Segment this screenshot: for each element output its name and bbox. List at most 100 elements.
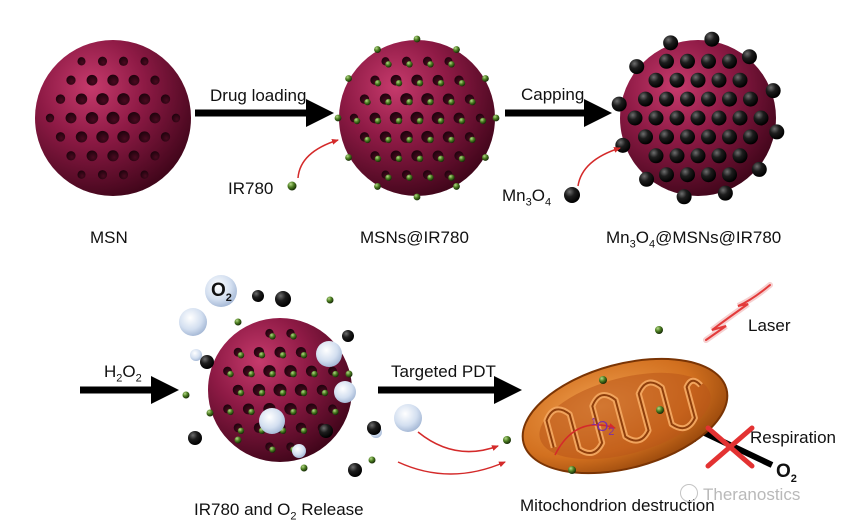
o2-bubble [190, 349, 202, 361]
mn3o4-cap [669, 110, 685, 126]
pore [160, 94, 171, 104]
pore [106, 111, 120, 125]
ir780-dot [406, 61, 413, 68]
mn3o4-cap [659, 167, 674, 183]
ir780-dot [448, 136, 455, 144]
watermark: Theranostics [680, 484, 800, 505]
ir780-dot [599, 376, 607, 384]
mn3o4-cap [765, 83, 781, 99]
pore [118, 56, 129, 66]
ir780-dot [448, 174, 455, 181]
ir780-dot [395, 80, 403, 87]
mn3o4-cap [615, 137, 631, 153]
pore [117, 93, 130, 106]
ir780-dot [311, 370, 318, 378]
pore [86, 150, 98, 162]
ir780-dot [227, 408, 234, 416]
ir780-dot [458, 155, 466, 162]
ir780-dot [364, 136, 371, 144]
ir780-dot [458, 80, 466, 87]
ir780-dot [482, 154, 489, 161]
ir780-dot [290, 333, 297, 340]
red-cross-icon [705, 425, 755, 469]
o2-bubble [334, 381, 356, 403]
pore [149, 112, 161, 124]
mn3o4-cap [680, 129, 695, 145]
ir780-dot [416, 80, 424, 87]
pore [127, 112, 141, 124]
ir780-dot [469, 136, 476, 144]
mitochondrion-ir780-dots [503, 326, 664, 474]
mn3o4-particle [319, 424, 333, 438]
mn3o4-cap [711, 148, 727, 164]
label-respiration: Respiration [750, 428, 836, 447]
ir780-dot [427, 98, 434, 106]
ir780-dot [279, 389, 287, 397]
label-ir780: IR780 [228, 179, 274, 198]
ir780-particle [206, 409, 214, 417]
pore [77, 170, 86, 179]
o2-bubble [292, 444, 306, 458]
ir780-particle [300, 464, 308, 472]
mn3o4-cap [743, 129, 758, 145]
mn3o4-cap [722, 129, 737, 145]
ir780-dot [279, 352, 287, 359]
ir780-dot [385, 136, 392, 144]
ir780-dot [413, 35, 421, 43]
mn3o4-cap [690, 148, 706, 164]
red-arrow-ir780 [297, 138, 339, 179]
ir780-particle [345, 370, 353, 378]
ir780-dot [345, 154, 352, 161]
mn3o4-cap [690, 110, 706, 126]
label-mn3o4: Mn3O4 [502, 186, 552, 209]
label-h2o2: H2O2 [104, 362, 142, 385]
ir780-dot [269, 333, 276, 340]
ir780-dot [248, 408, 255, 416]
o2-bubble [259, 408, 285, 434]
wechat-icon [680, 484, 698, 502]
mn3o4-cap [722, 91, 737, 107]
ir780-particle [182, 391, 190, 399]
mn3o4-free-dot [564, 187, 580, 203]
ir780-dot [269, 446, 276, 453]
ir780-dot [374, 183, 381, 190]
ir780-dot [300, 427, 308, 434]
o2-bubbles [179, 275, 422, 458]
mn3o4-cap [701, 167, 716, 183]
ir780-dot [258, 352, 266, 359]
pore [140, 170, 149, 179]
ir780-dot [269, 370, 276, 378]
ir780-dot [492, 114, 500, 122]
pore [45, 113, 55, 123]
ir780-dot [237, 389, 245, 397]
ir780-dot [437, 155, 445, 162]
ir780-dot [321, 389, 329, 397]
pore [75, 131, 88, 143]
label-laser: Laser [748, 316, 791, 335]
ir780-dot [227, 370, 234, 378]
ir780-dot [656, 406, 664, 414]
ir780-particle [234, 318, 242, 326]
pore [107, 150, 119, 162]
mn3o4-cap [663, 35, 679, 51]
ir780-dot [413, 193, 421, 201]
label-mitochondrion: Mitochondrion destruction [520, 496, 715, 515]
mn3o4-cap [659, 53, 674, 69]
mn3o4-cap [639, 171, 655, 187]
label-mn3o4-msns-ir780: Mn3O4@MSNs@IR780 [606, 228, 782, 251]
red-arrow-mn3o4 [577, 146, 621, 187]
ir780-dot [290, 370, 297, 378]
released-particles [182, 290, 381, 477]
mn3o4-cap [629, 59, 645, 75]
mn3o4-cap [717, 185, 733, 201]
ir780-dot [406, 174, 413, 181]
mn3o4-particle [188, 431, 202, 445]
ir780-dot [395, 117, 403, 125]
ir780-dot [479, 117, 487, 125]
mn3o4-cap [743, 91, 758, 107]
label-singlet-o2: 1O2 [591, 417, 615, 438]
mn3o4-cap [611, 96, 627, 112]
pore [65, 112, 77, 124]
ir780-particle [368, 456, 376, 464]
